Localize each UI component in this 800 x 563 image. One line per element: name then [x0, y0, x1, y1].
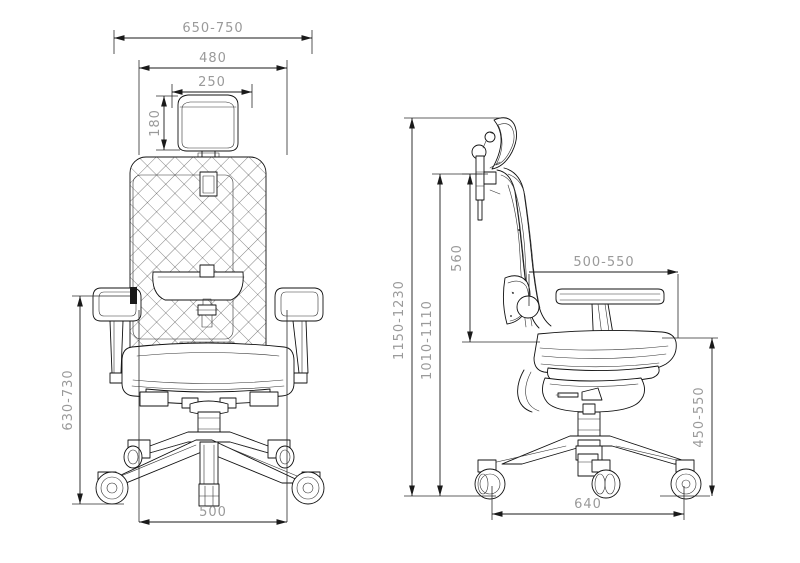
front-castor-right: [291, 471, 325, 505]
side-seat: [533, 329, 677, 384]
dim-front-overall-width: 650-750: [113, 21, 313, 54]
front-castor-center: [198, 483, 220, 507]
dim-label-seat-depth: 500-550: [573, 255, 634, 270]
dim-label-base-depth: 640: [574, 497, 602, 512]
front-view-dimensions: 650-750 480 250 180 630-730: [61, 21, 313, 525]
dim-label-backrest-width: 480: [199, 51, 227, 66]
dim-front-seat-height: 630-730: [61, 295, 130, 505]
dim-side-backrest-height: 560: [450, 173, 540, 343]
front-castor-left: [95, 471, 129, 505]
dim-side-total-height: 1150-1230: [392, 117, 500, 497]
dim-label-seat-height: 630-730: [61, 369, 76, 430]
side-castor-center: [591, 459, 621, 499]
front-chair-base: [95, 431, 325, 507]
side-view-chair: [456, 117, 710, 500]
dim-front-backrest-width: 480: [138, 51, 288, 155]
front-seat-mechanism: [139, 388, 279, 415]
dim-label-seat-height: 450-550: [692, 386, 707, 447]
front-backrest: [129, 156, 267, 366]
side-seat-mechanism: [542, 377, 645, 413]
dim-front-headrest-width: 250: [171, 75, 253, 108]
dim-label-backrest-height: 560: [450, 244, 465, 272]
dim-front-base-width: 500: [138, 310, 288, 525]
dim-side-seat-depth: 500-550: [528, 255, 679, 338]
dim-label-base-width: 500: [199, 505, 227, 520]
dim-label-back-height: 1010-1110: [420, 300, 435, 380]
dim-front-headrest-height: 180: [148, 95, 180, 151]
dim-side-base-depth: 640: [491, 486, 685, 520]
dim-side-back-height: 1010-1110: [420, 173, 482, 496]
side-headrest: [471, 117, 517, 221]
front-castor-rear-right: [267, 439, 295, 469]
side-view-dimensions: 1150-1230 1010-1110 560 500-550 450-550: [392, 117, 718, 520]
side-chair-base: [456, 435, 710, 500]
side-castor-right: [670, 459, 702, 500]
front-headrest: [177, 94, 239, 160]
dim-label-overall-width: 650-750: [182, 21, 243, 36]
front-view-chair: [92, 94, 325, 507]
dim-label-headrest-width: 250: [198, 75, 226, 90]
dim-label-headrest-height: 180: [148, 109, 163, 137]
dim-side-seat-height: 450-550: [662, 337, 718, 496]
dim-label-total-height: 1150-1230: [392, 280, 407, 360]
side-backrest: [496, 167, 552, 413]
side-castor-left: [474, 459, 506, 500]
front-seat: [121, 342, 295, 400]
